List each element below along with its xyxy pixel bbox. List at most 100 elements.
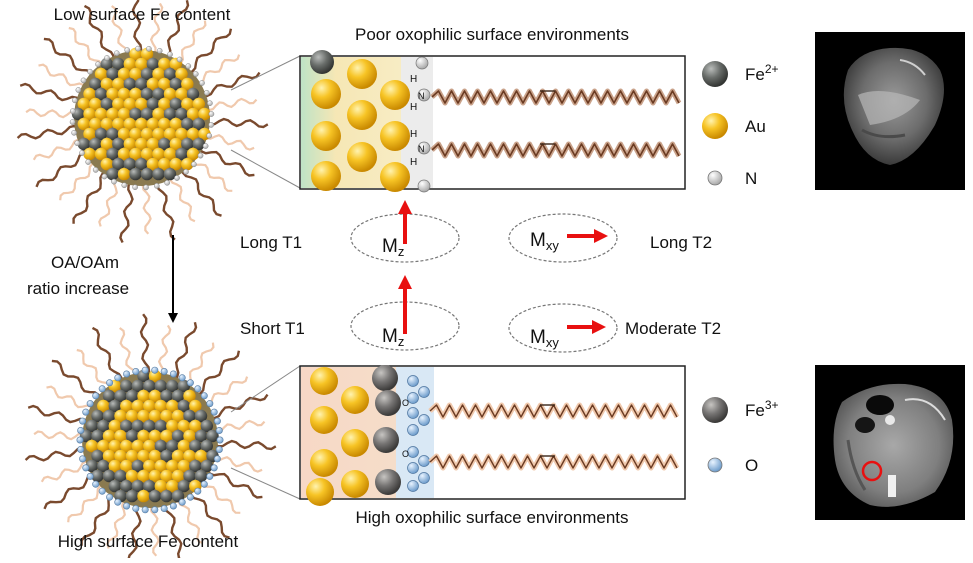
au-atom: [183, 389, 196, 403]
o-atom: [216, 436, 224, 444]
o-atom: [106, 493, 114, 501]
au-atom: [85, 439, 99, 453]
au-atom: [306, 478, 334, 506]
ligand-chain: [194, 350, 241, 396]
mz-ellipse-top: Mz: [350, 200, 460, 263]
n-label: N: [418, 91, 425, 101]
o-atom: [132, 504, 140, 512]
au-atom: [171, 449, 185, 463]
fe-atom: [177, 479, 190, 493]
au-atom: [146, 137, 159, 151]
au-atom: [117, 87, 131, 101]
n-atom: [206, 132, 213, 139]
n-atom: [121, 182, 128, 189]
ligand-chain: [189, 489, 230, 539]
ligand-chain: [76, 348, 111, 391]
fe-atom: [100, 97, 114, 111]
label-high-oxophilic: High oxophilic surface environments: [355, 508, 628, 527]
o-atom: [418, 455, 430, 467]
au-atom: [311, 79, 341, 109]
n-atom: [74, 140, 81, 147]
o-atom: [169, 370, 177, 378]
ligand-chain: [16, 124, 80, 140]
o-atom: [98, 487, 106, 495]
au-atom: [125, 409, 139, 423]
fe-atom: [192, 137, 205, 151]
n-atom: [197, 152, 204, 159]
au-atom: [143, 399, 156, 413]
fe-atom: [158, 137, 171, 151]
n-atom: [417, 179, 431, 193]
o-atom: [206, 400, 214, 408]
label-moderate-t2: Moderate T2: [625, 319, 721, 338]
au-atom: [140, 127, 154, 141]
fe-atom: [166, 439, 179, 453]
au-atom: [189, 399, 202, 413]
au-atom: [129, 127, 142, 141]
fe-atom: [125, 389, 139, 403]
au-atom: [114, 429, 127, 443]
o-atom: [407, 446, 419, 458]
au-atom: [102, 449, 116, 463]
ligand-chain: [204, 97, 258, 112]
fe-atom: [152, 87, 165, 101]
fe-atom: [120, 479, 133, 493]
au-atom: [100, 157, 114, 171]
n-atom: [174, 175, 180, 181]
o-atom: [210, 408, 218, 416]
legend-label-fe3: Fe3+: [745, 398, 779, 420]
au-atom: [160, 429, 173, 443]
au-atom: [102, 429, 116, 443]
label-ratio-increase: ratio increase: [27, 279, 129, 298]
fe-atom: [135, 77, 148, 91]
n-label: N: [418, 144, 425, 154]
fe-atom: [102, 409, 116, 423]
h-label: H: [410, 157, 417, 168]
fe-atom: [143, 379, 156, 393]
au-atom: [137, 389, 150, 403]
fe-atom: [372, 365, 398, 391]
au-atom: [166, 399, 179, 413]
o-atom: [151, 506, 159, 514]
fe-atom: [91, 449, 104, 463]
ligand-chain: [139, 313, 151, 377]
au-atom: [177, 459, 190, 473]
au-atom: [131, 439, 144, 453]
fe-atom: [181, 137, 194, 151]
o-atom: [215, 426, 223, 434]
au-atom: [148, 449, 162, 463]
au-atom: [148, 429, 162, 443]
fe-atom: [125, 489, 139, 503]
au-atom: [183, 429, 196, 443]
o-atom: [82, 408, 90, 416]
au-atom: [169, 117, 182, 131]
au-atom: [158, 117, 171, 131]
au-atom: [135, 57, 148, 71]
fe-atom: [169, 97, 182, 111]
au-atom: [163, 127, 177, 141]
mxy-ellipse-top: Mxy: [508, 213, 618, 263]
au-atom: [83, 87, 96, 101]
ligand-chain: [72, 170, 108, 224]
nanoparticle-high-surface-fe: [24, 313, 277, 563]
label-long-t2: Long T2: [650, 233, 712, 252]
au-atom: [77, 97, 91, 111]
fe-atom: [373, 427, 399, 453]
fe-atom: [148, 489, 162, 503]
au-atom: [166, 459, 179, 473]
ligand-chain: [186, 28, 233, 74]
ligand-chain: [172, 322, 198, 382]
ligand-chain: [25, 108, 79, 119]
n-atom: [71, 97, 78, 104]
o-atom: [200, 480, 208, 488]
o-atom: [92, 480, 100, 488]
au-atom: [135, 137, 148, 151]
n-atom: [146, 45, 152, 52]
au-atom: [97, 439, 110, 453]
fe-atom: [375, 469, 401, 495]
ligand-chain: [106, 498, 128, 549]
ligand-chain: [43, 473, 97, 510]
ligand-chain: [35, 151, 89, 188]
au-atom: [94, 107, 108, 121]
fe-atom: [160, 389, 173, 403]
